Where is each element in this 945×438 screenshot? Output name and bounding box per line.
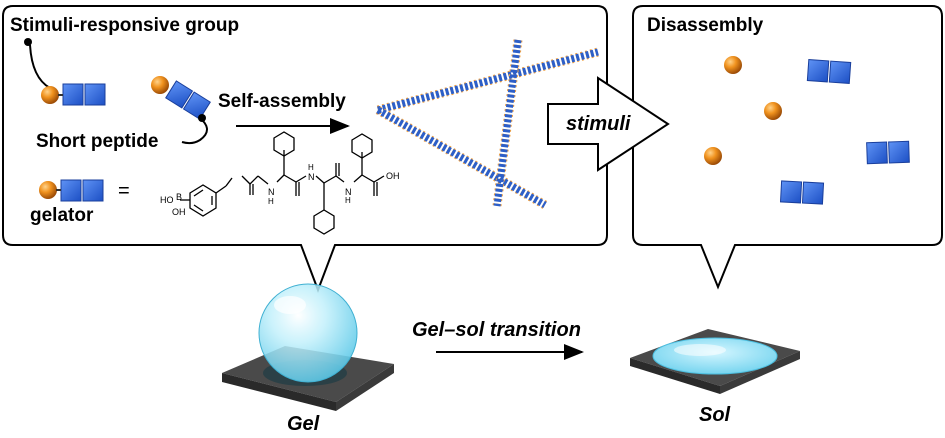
- atom-ho: HO: [160, 195, 174, 205]
- gelator-legend-icon: [39, 179, 104, 202]
- sol-puddle: [630, 329, 800, 394]
- gel-droplet: [222, 283, 394, 411]
- atom-n-2: N: [308, 172, 315, 182]
- atom-h-2: H: [308, 163, 314, 172]
- disassembled-components: [704, 56, 910, 205]
- right-panel-title: Disassembly: [647, 15, 764, 36]
- transition-label: Gel–sol transition: [412, 319, 581, 341]
- right-panel-frame: [632, 5, 943, 290]
- left-panel-frame: [2, 5, 608, 293]
- atom-n-3: N: [345, 187, 352, 197]
- sol-label: Sol: [699, 404, 731, 426]
- chemical-structure: [180, 131, 385, 235]
- self-assembly-label: Self-assembly: [218, 91, 346, 112]
- left-panel-title: Stimuli-responsive group: [10, 15, 240, 36]
- atom-h-1: H: [268, 197, 274, 206]
- atom-n-1: N: [268, 187, 275, 197]
- gel-label: Gel: [287, 413, 320, 435]
- fiber-network: [375, 39, 600, 209]
- gelator-label: gelator: [30, 205, 94, 226]
- stimuli-label: stimuli: [566, 113, 631, 135]
- gelator-icon: [24, 38, 106, 106]
- equals-sign: =: [118, 180, 130, 202]
- atom-h-3: H: [345, 196, 351, 205]
- gelator-tilted-icon: [151, 76, 211, 145]
- stimuli-arrow: [547, 76, 670, 172]
- short-peptide-label: Short peptide: [36, 131, 159, 152]
- atom-b: B: [176, 192, 183, 202]
- atom-oh-acid: OH: [386, 171, 400, 181]
- atom-oh-boron: OH: [172, 207, 186, 217]
